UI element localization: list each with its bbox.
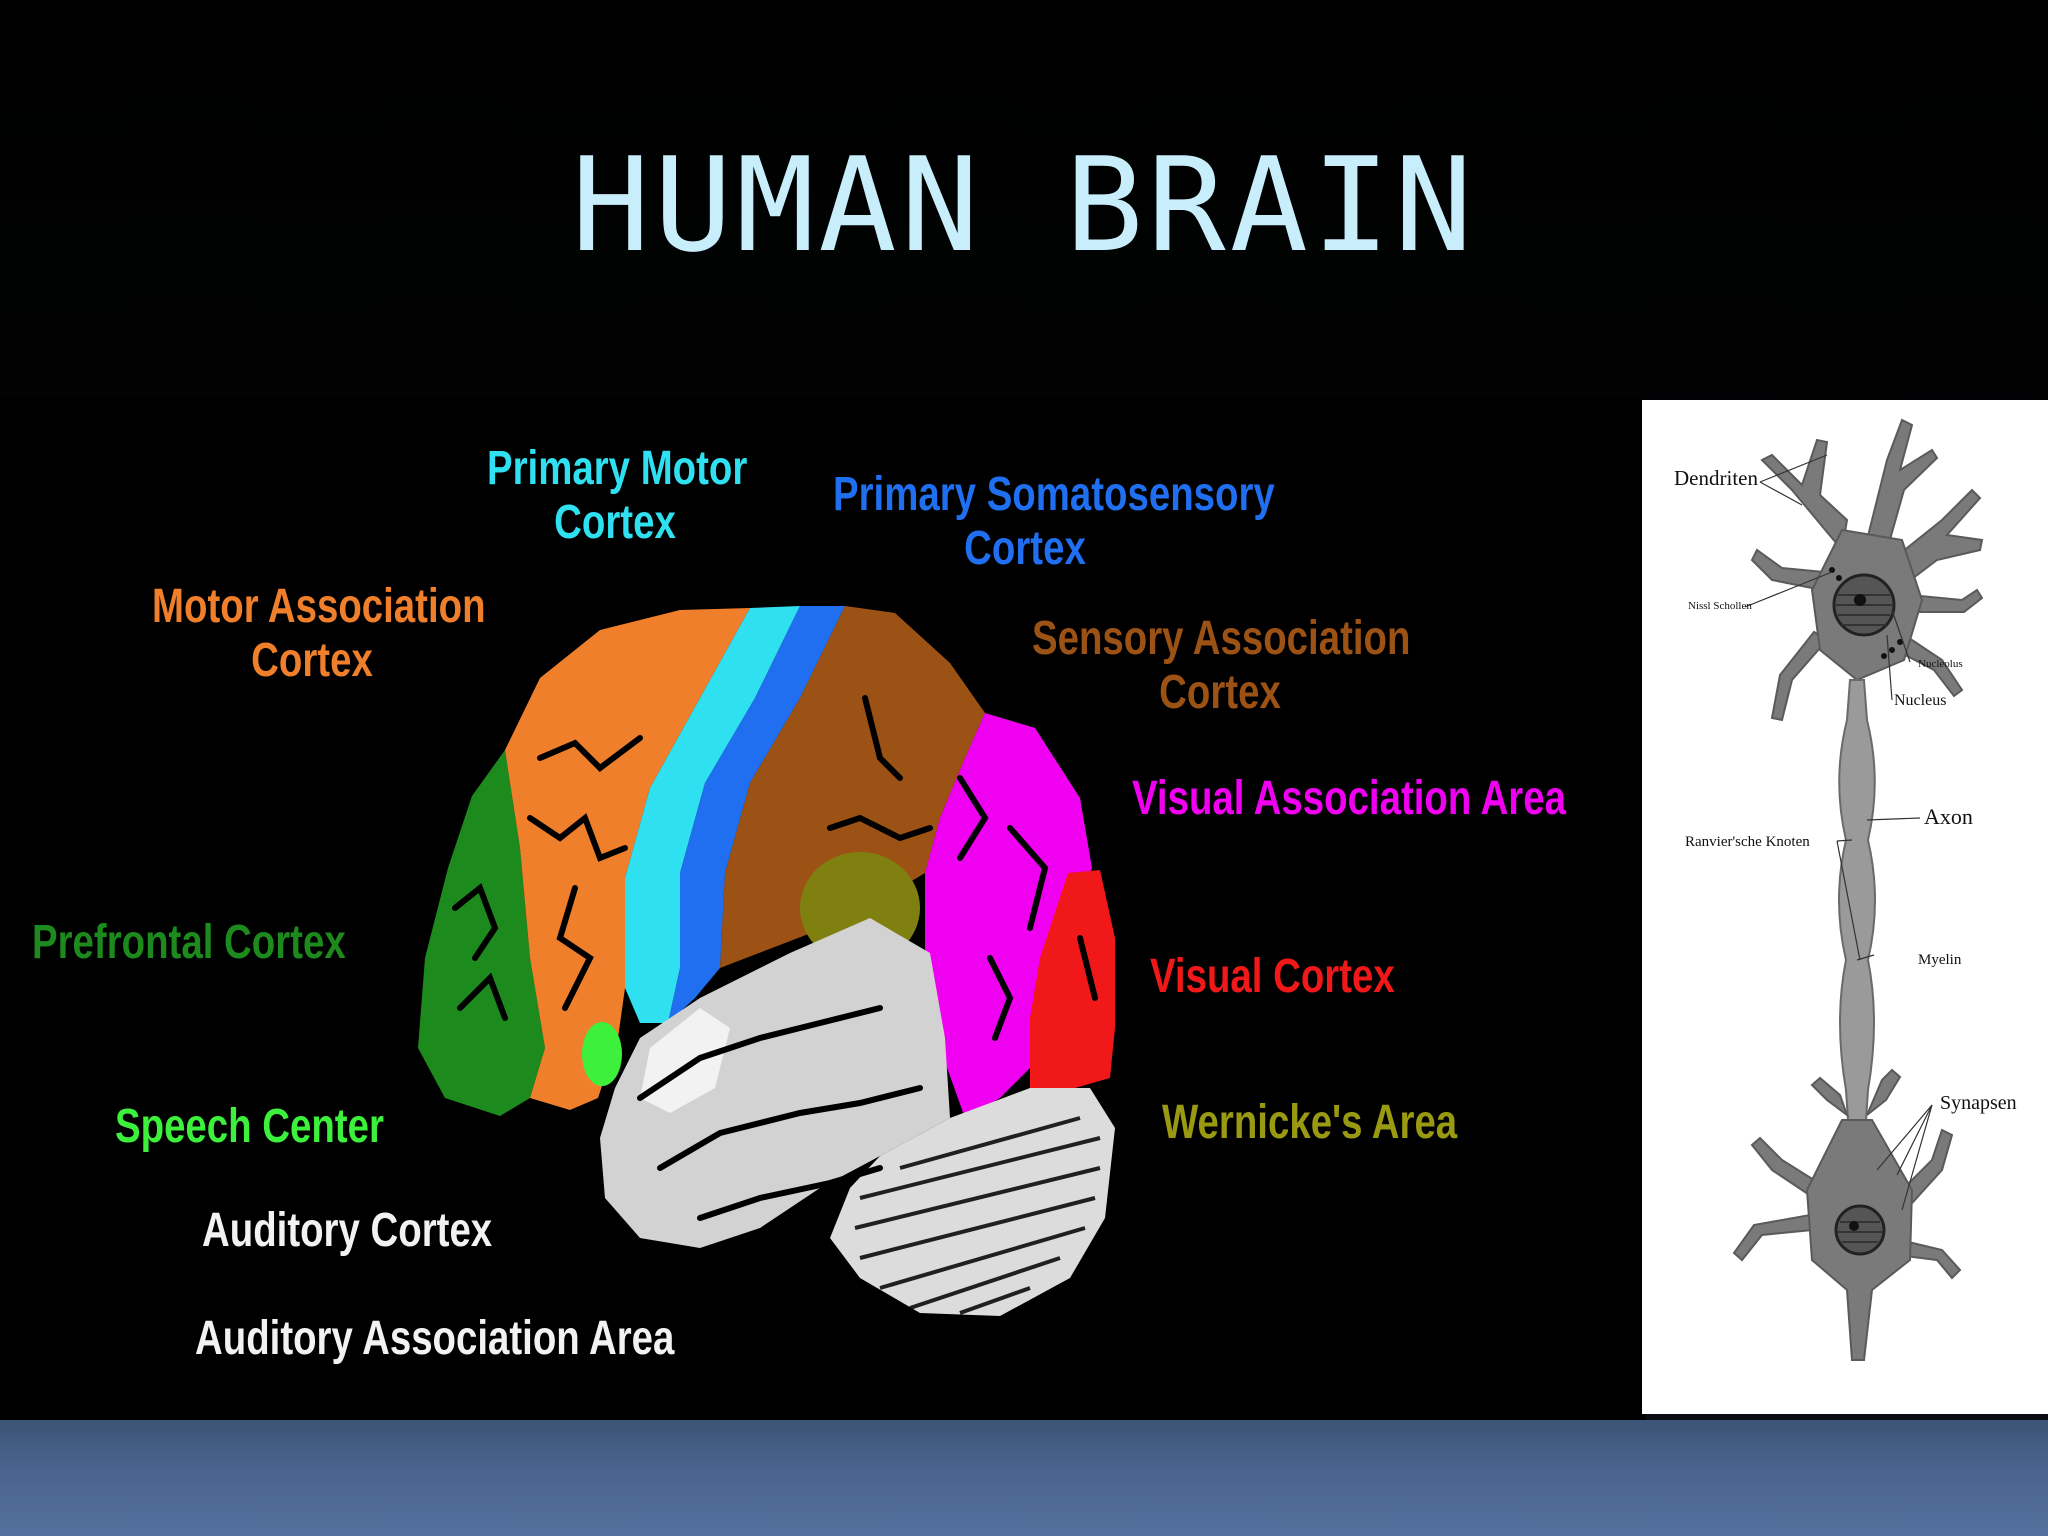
bottom-band (0, 1420, 2048, 1536)
label-prefrontal-cortex: Prefrontal Cortex (32, 916, 346, 969)
slide-title: HUMAN BRAIN (571, 129, 1477, 281)
label-axon: Axon (1924, 804, 1973, 829)
label-synapsen: Synapsen (1940, 1092, 2017, 1114)
sensory-association-region (720, 606, 985, 968)
label-nucleus: Nucleus (1894, 692, 1947, 709)
visual-cortex-region (1030, 870, 1115, 1088)
axon (1838, 679, 1876, 1121)
sulci-lines (452, 695, 1098, 1221)
label-ranvier: Ranvier'sche Knoten (1685, 834, 1810, 850)
neuron-upper-cell (1750, 418, 1984, 722)
cerebellum-texture (854, 1116, 1101, 1315)
label-auditory-association-area: Auditory Association Area (195, 1312, 675, 1365)
label-speech-center: Speech Center (115, 1100, 384, 1153)
visual-association-region (925, 713, 1092, 1118)
speech-center-region (582, 1022, 622, 1086)
lower-nucleolus (1849, 1221, 1859, 1231)
lower-nucleus (1834, 1204, 1886, 1256)
auditory-highlight (640, 1008, 730, 1113)
primary-motor-region (625, 606, 800, 1023)
label-visual-cortex: Visual Cortex (1150, 950, 1395, 1003)
nissl-dots (1829, 567, 1903, 659)
label-dendriten: Dendriten (1674, 466, 1758, 490)
motor-association-region (505, 608, 750, 1110)
neuron-diagram: Dendriten Nissl Schollen Nucleolus Nucle… (1642, 400, 2048, 1414)
label-myelin: Myelin (1918, 952, 1962, 968)
primary-somatosensory-region (668, 606, 845, 1023)
label-nucleolus: Nucleolus (1918, 658, 1963, 670)
label-auditory-cortex: Auditory Cortex (202, 1204, 493, 1257)
pointer-lines (1744, 454, 1933, 1211)
lower-nucleus-hatch (1838, 1221, 1882, 1243)
auditory-region (600, 918, 950, 1248)
upper-nucleus-hatch (1836, 594, 1892, 626)
upper-nucleolus (1854, 594, 1866, 606)
prefrontal-region (418, 750, 545, 1116)
neuron-illustration (1732, 418, 1984, 1361)
cerebellum-region (830, 1088, 1115, 1316)
label-visual-association-area: Visual Association Area (1132, 772, 1566, 825)
label-nissl-schollen: Nissl Schollen (1688, 600, 1752, 612)
brain-illustration (418, 606, 1115, 1316)
label-wernickes-area: Wernicke's Area (1162, 1096, 1458, 1149)
